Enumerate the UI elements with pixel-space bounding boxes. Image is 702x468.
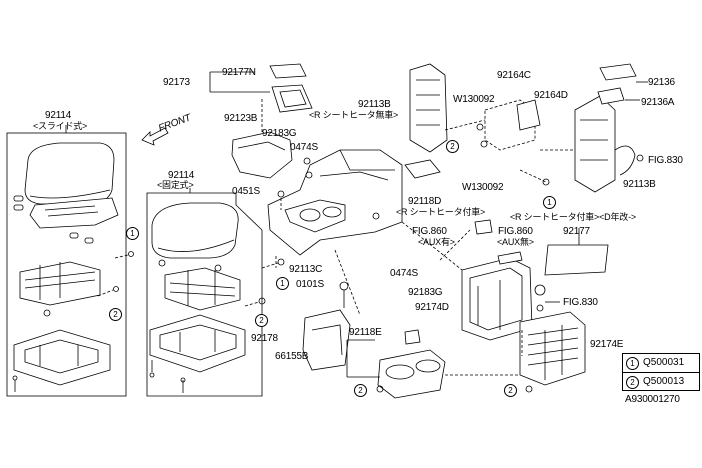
legend-row: 2 Q500013	[623, 372, 699, 391]
legend-row: 1 Q500031	[623, 354, 699, 372]
label-92183G-top: 92183G	[262, 128, 297, 139]
part-92113C	[267, 149, 403, 256]
label-fig860-aux-note: <AUX有>	[418, 237, 455, 247]
callout-1: 1	[276, 277, 289, 290]
label-66155B: 66155B	[275, 351, 309, 362]
label-92177: 92177	[563, 226, 590, 237]
diagram-id: A930001270	[625, 394, 680, 405]
legend-key: 2	[626, 376, 639, 389]
part-92136	[599, 63, 637, 81]
callout-2: 2	[504, 384, 517, 397]
part-92118D	[404, 159, 441, 179]
label-92123B: 92123B	[224, 113, 258, 124]
label-92174E: 92174E	[590, 339, 624, 350]
part-92113B-right-panel	[574, 95, 616, 193]
label-92114-fixed: 92114	[168, 170, 195, 181]
label-92177N: 92177N	[222, 67, 256, 78]
label-0474S-bottom: 0474S	[390, 268, 418, 279]
label-0101S: 0101S	[296, 279, 324, 290]
legend-part: Q500031	[643, 357, 685, 368]
callout-2: 2	[109, 308, 122, 321]
label-92118D: 92118D	[408, 196, 442, 207]
callout-2: 2	[354, 384, 367, 397]
callout-1: 1	[126, 227, 139, 240]
label-92118E: 92118E	[349, 327, 382, 338]
fixed-armrest-lid	[151, 202, 239, 259]
label-92113B-top: 92113B	[358, 99, 391, 110]
label-fig830-bottom: FIG.830	[563, 297, 598, 308]
part-92164C	[484, 99, 536, 151]
label-92113C: 92113C	[289, 264, 323, 275]
label-92114-slide-note: <スライド式>	[33, 121, 88, 131]
part-92118E	[377, 349, 446, 399]
front-arrow	[141, 127, 169, 146]
callout-2: 2	[255, 314, 268, 327]
part-92113B-left-panel	[409, 63, 448, 153]
slide-type-frame	[6, 132, 127, 397]
slide-base	[12, 329, 111, 392]
label-fig860-aux: FIG.860	[412, 226, 447, 237]
label-92164D: 92164D	[534, 90, 568, 101]
label-92113B-right-note: <R シートヒータ付車><D年改->	[510, 212, 636, 222]
slide-mechanism	[19, 261, 101, 317]
fastener-legend: 1 Q500031 2 Q500013	[622, 353, 700, 391]
label-92183G-bottom: 92183G	[408, 287, 443, 298]
label-92113B-top-note: <R シートヒータ無車>	[309, 110, 399, 120]
callout-1: 1	[543, 196, 556, 209]
label-92164C: 92164C	[497, 70, 531, 81]
part-92123B	[231, 131, 293, 179]
part-92173	[271, 84, 313, 113]
label-0451S: 0451S	[232, 186, 260, 197]
part-92177N	[269, 63, 307, 79]
fixed-type-frame	[146, 192, 263, 397]
label-0474S-top: 0474S	[290, 142, 318, 153]
legend-part: Q500013	[643, 376, 685, 387]
callout-2: 2	[446, 140, 459, 153]
harness	[614, 145, 636, 176]
label-92114-fixed-note: <固定式>	[157, 180, 194, 190]
part-92136A	[597, 87, 625, 105]
part-92164D	[516, 99, 541, 131]
legend-key: 1	[626, 357, 639, 370]
fixed-base	[149, 314, 246, 393]
label-92113B-right: 92113B	[623, 179, 656, 190]
label-fig830-top: FIG.830	[648, 155, 683, 166]
label-92118D-note: <R シートヒータ付車>	[396, 207, 486, 217]
label-92136A: 92136A	[641, 97, 675, 108]
label-92114-slide: 92114	[45, 110, 72, 121]
fixed-mechanism	[158, 259, 241, 311]
label-fig860-noaux: FIG.860	[498, 226, 533, 237]
label-92174D: 92174D	[415, 302, 449, 313]
label-92178: 92178	[251, 333, 278, 344]
slide-armrest-lid	[13, 142, 119, 244]
part-92174E	[519, 311, 586, 386]
part-92177	[544, 244, 609, 276]
label-W130092-top: W130092	[453, 94, 495, 105]
label-92173: 92173	[163, 77, 190, 88]
label-92136: 92136	[648, 77, 675, 88]
label-W130092-bottom: W130092	[462, 182, 504, 193]
label-fig860-noaux-note: <AUX無>	[497, 237, 534, 247]
part-92178	[302, 309, 351, 371]
